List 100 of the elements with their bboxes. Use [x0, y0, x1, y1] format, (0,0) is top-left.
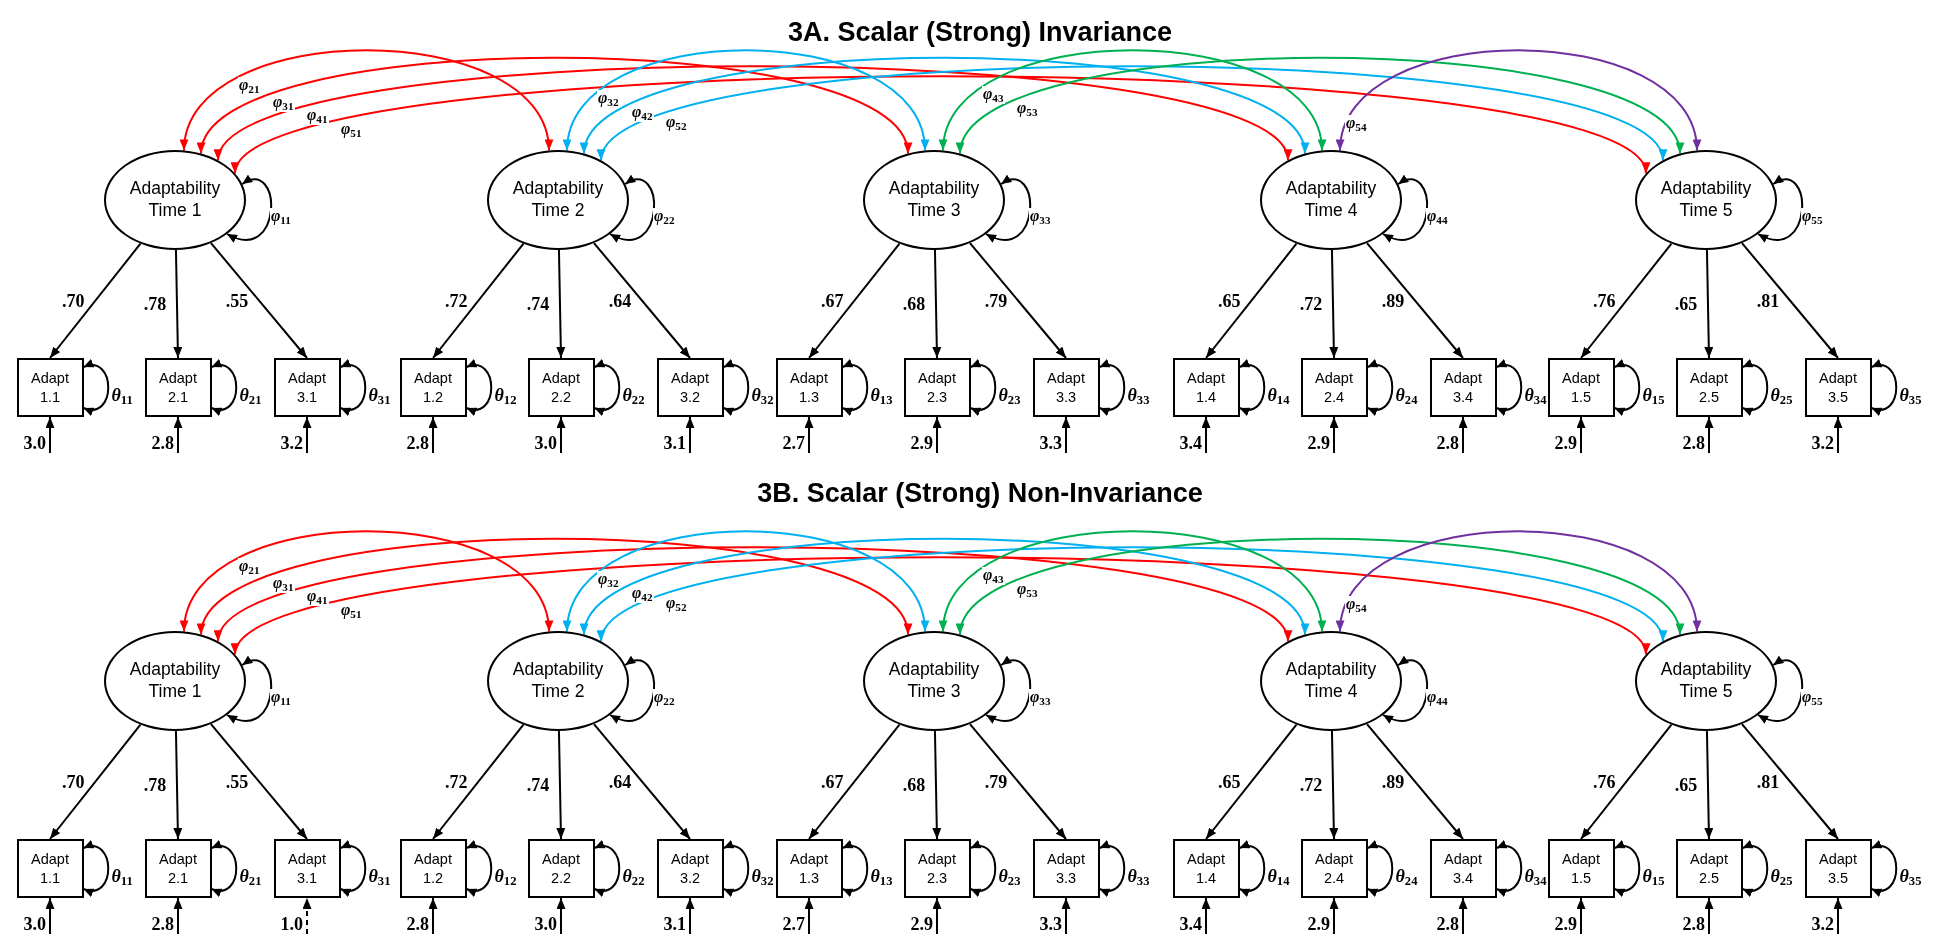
loading-value: .65 — [1674, 295, 1698, 313]
indicator-box — [1032, 358, 1100, 417]
variance-loop — [226, 656, 272, 723]
covariance-label: φ$_{21}$ — [238, 76, 261, 95]
residual-variance-label: θ$_{22}$ — [622, 385, 645, 407]
latent-factor-ellipse — [863, 631, 1005, 731]
residual-variance-label: θ$_{33}$ — [1127, 385, 1150, 407]
residual-variance-label: θ$_{34}$ — [1524, 385, 1547, 407]
residual-loop — [841, 841, 869, 896]
loading-value: .70 — [61, 772, 85, 791]
latent-factor-ellipse — [1260, 150, 1402, 250]
factor-loading-arrow — [1580, 242, 1673, 359]
factor-loading-arrow — [556, 730, 566, 840]
indicator-label: Adapt 1.4 — [1186, 368, 1226, 407]
indicator-box — [144, 358, 212, 417]
variance-label: φ$_{33}$ — [1029, 689, 1052, 707]
loading-value: .70 — [61, 291, 85, 310]
factor-label: Adaptability Time 2 — [511, 178, 605, 222]
loading-value: .81 — [1756, 772, 1780, 791]
loading-value: .74 — [526, 295, 550, 313]
factor-label: Adaptability Time 2 — [511, 659, 605, 703]
intercept-arrow — [1061, 416, 1071, 454]
latent-factor-ellipse — [487, 150, 629, 250]
indicator-label: Adapt 1.2 — [413, 368, 453, 407]
factor-loading-arrow — [1205, 242, 1298, 359]
intercept-arrow — [428, 416, 438, 454]
intercept-arrow — [556, 897, 566, 935]
indicator-box — [16, 839, 84, 898]
latent-factor-ellipse — [104, 631, 246, 731]
factor-loading-arrow — [49, 723, 142, 840]
covariance-label: φ$_{53}$ — [1016, 100, 1039, 118]
intercept-arrow — [1576, 897, 1586, 935]
residual-loop — [339, 841, 367, 896]
factor-loading-arrow — [932, 730, 942, 840]
indicator-box — [1300, 839, 1368, 898]
intercept-arrow — [1458, 897, 1468, 935]
loading-value: .74 — [526, 776, 550, 794]
loading-value: .72 — [1299, 295, 1323, 313]
factor-label: Adaptability Time 3 — [887, 659, 981, 703]
residual-variance-label: θ$_{24}$ — [1395, 385, 1418, 407]
factor-label: Adaptability Time 4 — [1284, 659, 1378, 703]
residual-variance-label: θ$_{35}$ — [1899, 385, 1922, 407]
intercept-arrow — [685, 897, 695, 935]
factor-loading-arrow — [808, 723, 901, 840]
intercept-value: 2.9 — [1307, 915, 1330, 933]
indicator-box — [656, 839, 724, 898]
residual-variance-label: θ$_{25}$ — [1770, 866, 1793, 888]
residual-variance-label: θ$_{32}$ — [751, 385, 774, 407]
indicator-box — [1675, 358, 1743, 417]
intercept-value: 1.0 — [280, 915, 303, 933]
residual-variance-label: θ$_{14}$ — [1267, 385, 1290, 407]
indicator-label: Adapt 2.1 — [158, 849, 198, 888]
indicator-box — [775, 358, 843, 417]
indicator-box — [527, 358, 595, 417]
covariance-label: φ$_{53}$ — [1016, 581, 1039, 599]
intercept-arrow — [932, 897, 942, 935]
loading-value: .79 — [984, 291, 1008, 310]
indicator-box — [775, 839, 843, 898]
variance-loop — [1757, 175, 1803, 242]
intercept-value: 3.0 — [534, 434, 557, 452]
residual-loop — [1870, 360, 1898, 415]
variance-label: φ$_{11}$ — [270, 689, 292, 707]
residual-loop — [1870, 841, 1898, 896]
intercept-arrow — [804, 416, 814, 454]
intercept-arrow — [1833, 897, 1843, 935]
factor-label: Adaptability Time 1 — [128, 659, 222, 703]
residual-loop — [1238, 841, 1266, 896]
residual-loop — [210, 841, 238, 896]
factor-loading-arrow — [173, 249, 183, 359]
indicator-label: Adapt 2.5 — [1689, 368, 1729, 407]
residual-loop — [969, 841, 997, 896]
factor-label: Adaptability Time 5 — [1659, 659, 1753, 703]
indicator-box — [144, 839, 212, 898]
residual-loop — [1366, 360, 1394, 415]
residual-variance-label: θ$_{25}$ — [1770, 385, 1793, 407]
indicator-box — [1547, 358, 1615, 417]
factor-loading-arrow — [932, 249, 942, 359]
loading-value: .72 — [444, 291, 468, 310]
covariance-label: φ$_{31}$ — [272, 93, 295, 112]
factor-loading-arrow — [49, 242, 142, 359]
indicator-box — [903, 358, 971, 417]
indicator-label: Adapt 3.4 — [1443, 368, 1483, 407]
indicator-label: Adapt 2.2 — [541, 849, 581, 888]
loading-value: .81 — [1756, 291, 1780, 310]
intercept-arrow — [45, 416, 55, 454]
residual-loop — [82, 841, 110, 896]
indicator-box — [399, 358, 467, 417]
intercept-arrow — [1329, 897, 1339, 935]
intercept-arrow — [302, 897, 312, 935]
residual-loop — [1366, 841, 1394, 896]
residual-variance-label: θ$_{35}$ — [1899, 866, 1922, 888]
residual-variance-label: θ$_{21}$ — [239, 385, 262, 407]
loading-value: .64 — [608, 291, 632, 310]
panel-title: 3A. Scalar (Strong) Invariance — [787, 16, 1173, 48]
intercept-value: 2.8 — [1436, 915, 1459, 933]
intercept-arrow — [685, 416, 695, 454]
residual-variance-label: θ$_{23}$ — [998, 385, 1021, 407]
residual-variance-label: θ$_{11}$ — [111, 385, 133, 407]
residual-loop — [722, 360, 750, 415]
loading-value: .55 — [225, 772, 249, 791]
